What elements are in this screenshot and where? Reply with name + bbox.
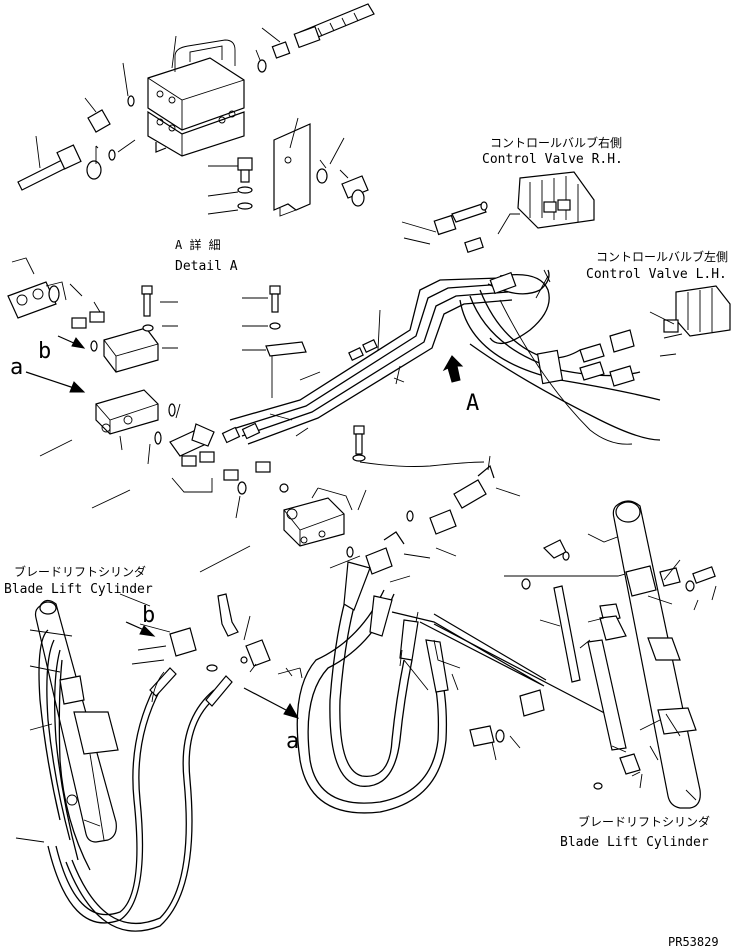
control-valve-lh-label-jp: コントロールバルブ左側 [596,249,728,264]
blade-lift-cylinder-right-label-en: Blade Lift Cylinder [560,835,709,850]
center-valve-assembly [283,425,521,583]
detail-a-label-jp: A 詳 細 [175,237,221,252]
reference-arrows-bottom: b a [125,603,299,754]
center-hose-loop [296,561,461,814]
detail-a-assembly [17,3,375,217]
blade-lift-cylinder-left-label-en: Blade Lift Cylinder [4,582,153,597]
left-valve-assembly [7,257,321,519]
control-valve-lh [649,285,731,357]
control-valve-rh-label-jp: コントロールバルブ右側 [490,135,622,150]
control-valve-rh [401,171,595,253]
view-arrow-a: A [442,355,479,416]
blade-lift-cylinder-right-label-jp: ブレードリフトシリンダ [578,814,710,829]
left-lower-fittings [119,545,303,679]
ref-a-top: a [10,355,23,380]
blade-lift-cylinder-right [612,500,717,809]
blade-lift-cylinder-left [15,599,119,871]
tube-lines [393,269,633,445]
left-hose-loops [47,667,233,932]
control-valve-rh-label-en: Control Valve R.H. [482,152,623,167]
ref-a-bottom: a [286,729,299,754]
ref-b-top: b [38,339,51,364]
hydraulic-pipe-bundle [221,269,661,445]
detail-a-label-en: Detail A [175,259,238,274]
blade-lift-cylinder-left-label-jp: ブレードリフトシリンダ [14,564,146,579]
right-bracket-frame [391,533,647,790]
ref-b-bottom: b [142,603,155,628]
control-valve-lh-label-en: Control Valve L.H. [586,267,727,282]
view-a-label: A [466,391,479,416]
drawing-code: PR53829 [668,935,719,949]
reference-arrows-top: b a [10,335,86,393]
